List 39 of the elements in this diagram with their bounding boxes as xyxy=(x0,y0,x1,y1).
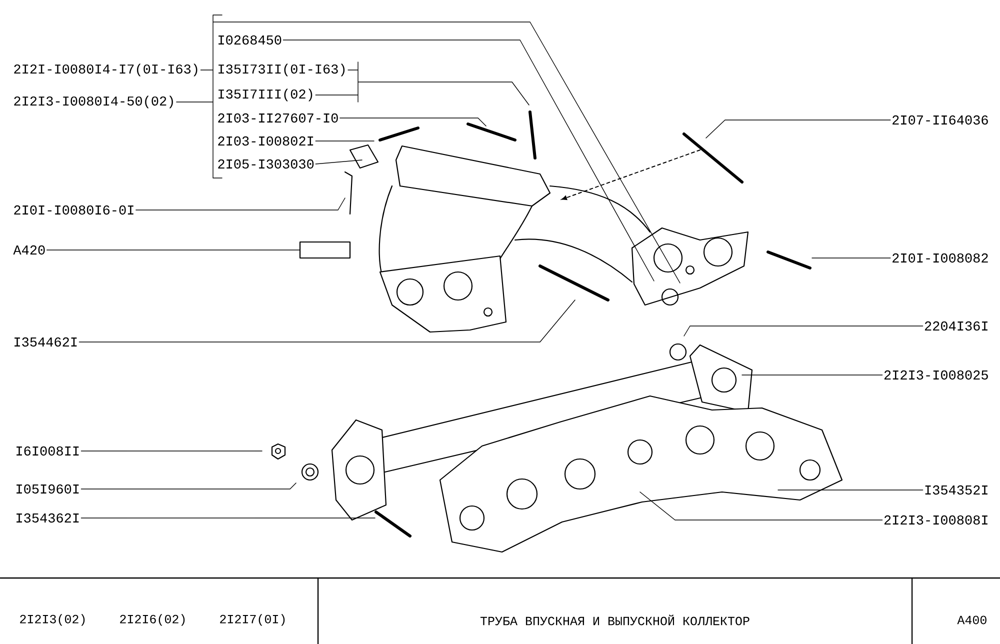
part-number: 2I03-II27607-I0 xyxy=(218,113,338,123)
leader-line xyxy=(78,300,576,342)
leader-line xyxy=(315,140,374,142)
part-number: 2I2I6(02) xyxy=(120,614,185,626)
title-text: ТРУБА ВПУСКНАЯ И ВЫПУСКНОЙ КОЛЛЕКТОР xyxy=(480,614,750,626)
leader-line xyxy=(176,14,680,284)
part-number: 2I2I3-I0080I4-50(02) xyxy=(14,96,173,108)
part-number: 2I07-II64036 xyxy=(892,115,988,125)
part-number: 2I03-I00802I xyxy=(218,136,314,146)
leader-line xyxy=(684,326,924,336)
part-number: 2I2I3-I00808I xyxy=(884,515,988,525)
part-number: I35I7III(02) xyxy=(218,88,312,102)
part-number: A420 xyxy=(13,245,45,255)
part-number: 2I2I-I0080I4-I7(0I-I63) xyxy=(14,64,198,76)
leader-line xyxy=(742,374,883,376)
leader-line xyxy=(706,120,891,138)
leader-line xyxy=(80,482,296,490)
part-number: I354462I xyxy=(14,337,77,347)
part-number: I35I73II(0I-I63) xyxy=(218,64,345,76)
leader-line xyxy=(315,160,362,164)
part-number: I354362I xyxy=(16,513,79,523)
part-number: 2I0I-I0080I6-0I xyxy=(14,205,134,215)
part-number: 2I2I7(0I) xyxy=(220,614,285,626)
leader-line xyxy=(136,198,346,210)
part-number: I05I960I xyxy=(16,484,79,494)
part-number: A400 xyxy=(957,616,986,624)
part-number: 2204I36I xyxy=(924,321,988,331)
part-number: 2I05-I303030 xyxy=(218,159,314,169)
leader-line xyxy=(315,62,530,106)
part-number: 2I2I3(02) xyxy=(20,614,85,626)
part-number: 2I0I-I008082 xyxy=(892,253,988,263)
leader-line xyxy=(80,450,262,452)
part-number: I354352I xyxy=(925,485,988,495)
part-number: I0268450 xyxy=(218,35,282,45)
part-number: 2I2I3-I008025 xyxy=(884,370,988,380)
part-number: I6I008II xyxy=(16,446,79,456)
leader-line xyxy=(340,118,486,126)
leader-line xyxy=(640,492,883,520)
leader-line xyxy=(282,40,654,282)
